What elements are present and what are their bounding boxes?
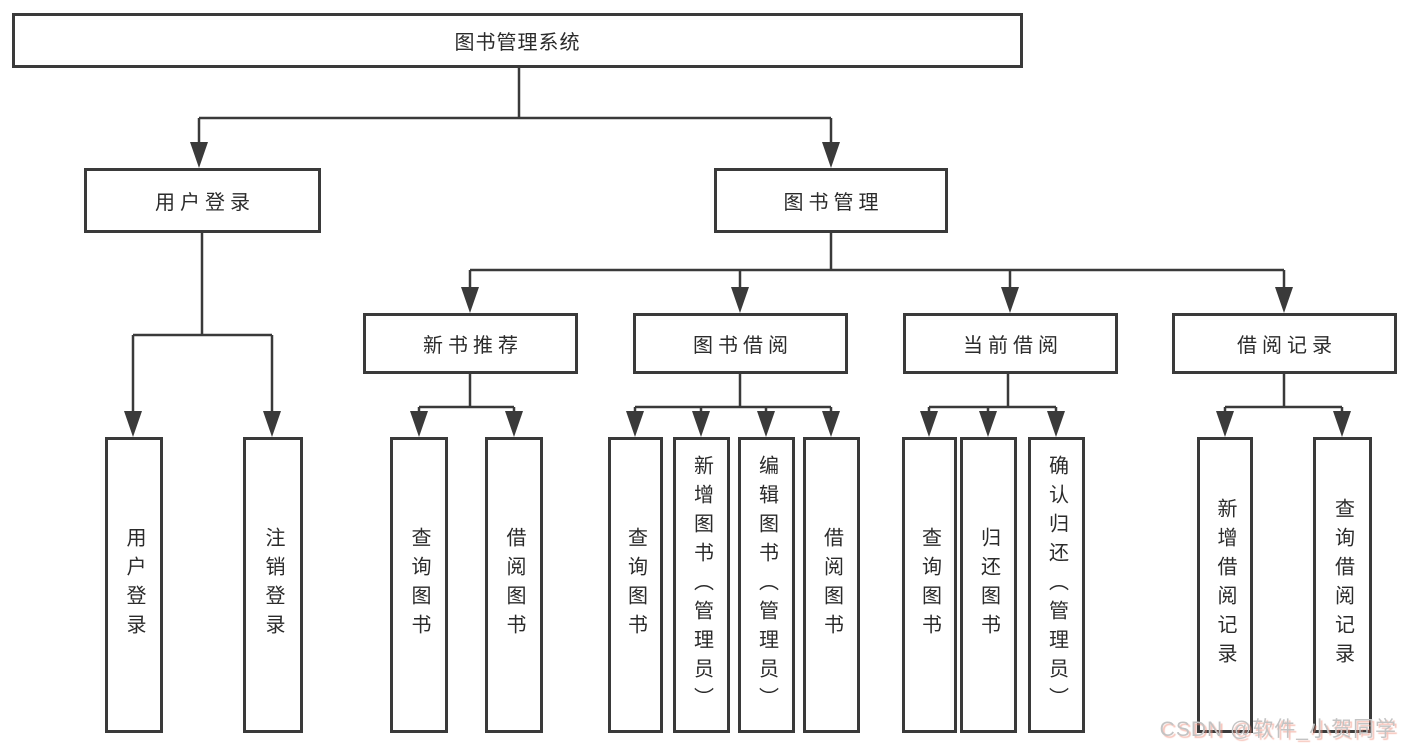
leaf-return-books-label: 归还图书 <box>977 527 1000 643</box>
leaf-query-books-borrowing-label: 查询图书 <box>624 527 647 643</box>
leaf-query-books-borrowing: 查询图书 <box>608 437 663 733</box>
leaf-borrow-books-recommend-label: 借阅图书 <box>503 527 525 643</box>
leaf-edit-books-admin-label: 编辑图书（管理员） <box>755 454 778 716</box>
leaf-query-borrow-record-label: 查询借阅记录 <box>1331 498 1354 672</box>
leaf-borrow-books-borrowing: 借阅图书 <box>803 437 860 733</box>
leaf-query-books-recommend: 查询图书 <box>390 437 448 733</box>
leaf-logout-label: 注销登录 <box>262 527 284 643</box>
leaf-query-books-recommend-label: 查询图书 <box>408 527 430 643</box>
leaf-add-borrow-record: 新增借阅记录 <box>1197 437 1253 733</box>
node-library-management-system: 图书管理系统 <box>12 13 1023 68</box>
leaf-confirm-return-admin-label: 确认归还（管理员） <box>1045 454 1068 716</box>
node-current-borrowing: 当前借阅 <box>903 313 1118 374</box>
leaf-add-books-admin-label: 新增图书（管理员） <box>690 454 713 716</box>
leaf-confirm-return-admin: 确认归还（管理员） <box>1028 437 1085 733</box>
leaf-logout: 注销登录 <box>243 437 303 733</box>
leaf-user-login-label: 用户登录 <box>123 527 145 643</box>
leaf-query-borrow-record: 查询借阅记录 <box>1313 437 1372 733</box>
leaf-query-books-current-label: 查询图书 <box>918 527 941 643</box>
node-new-book-recommendation: 新书推荐 <box>363 313 578 374</box>
csdn-watermark: CSDN @软件_小贺同学 <box>1159 718 1397 741</box>
node-book-management: 图书管理 <box>714 168 948 233</box>
leaf-add-borrow-record-label: 新增借阅记录 <box>1214 498 1236 672</box>
leaf-return-books: 归还图书 <box>960 437 1017 733</box>
leaf-user-login: 用户登录 <box>105 437 163 733</box>
leaf-edit-books-admin: 编辑图书（管理员） <box>738 437 795 733</box>
leaf-add-books-admin: 新增图书（管理员） <box>673 437 730 733</box>
leaf-query-books-current: 查询图书 <box>902 437 957 733</box>
node-book-borrowing: 图书借阅 <box>633 313 848 374</box>
leaf-borrow-books-recommend: 借阅图书 <box>485 437 543 733</box>
node-borrowing-records: 借阅记录 <box>1172 313 1397 374</box>
leaf-borrow-books-borrowing-label: 借阅图书 <box>820 527 843 643</box>
node-user-login-branch: 用户登录 <box>84 168 321 233</box>
